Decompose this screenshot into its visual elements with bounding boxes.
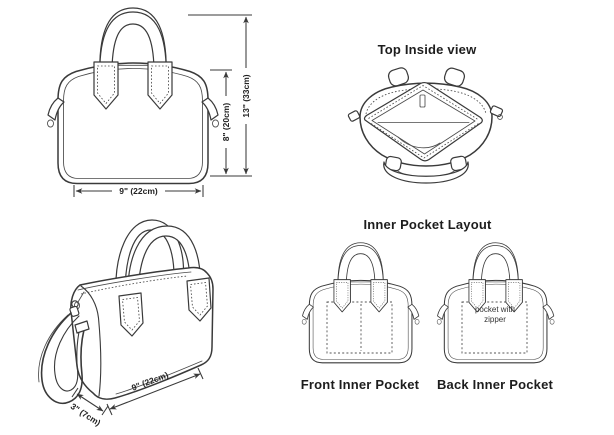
handle-stubs [387, 67, 466, 87]
pocket-with-zipper-note: pocket with zipper [474, 305, 516, 325]
perspective-view-drawing: 3" (7cm) 9" (22cm) [38, 219, 214, 428]
handle-tabs [118, 277, 212, 337]
side-clip-left [347, 110, 361, 122]
front-total-height-label: 13" (33cm) [241, 74, 251, 117]
back-inner-pocket-label: Back Inner Pocket [436, 377, 554, 392]
perspective-depth-label: 3" (7cm) [69, 401, 103, 428]
bag-body [70, 266, 214, 400]
back-pocket-outline [461, 301, 528, 354]
inner-pocket-layout-title: Inner Pocket Layout [363, 217, 492, 232]
front-pocket-outline [326, 301, 393, 354]
top-inside-view-drawing [347, 67, 504, 184]
dimension-extension-lines [73, 14, 252, 197]
side-clip-right [489, 105, 504, 120]
back-inner-pocket-drawing [432, 240, 558, 370]
zipper-opening [363, 81, 483, 162]
width-dimension: 9" (22cm) [75, 185, 202, 197]
total-height-dimension: 13" (33cm) [240, 16, 252, 175]
front-inner-pocket-drawing [297, 240, 423, 370]
front-inner-pocket-label: Front Inner Pocket [300, 377, 420, 392]
top-inside-view-title: Top Inside view [377, 42, 477, 57]
body-height-dimension: 8" (20cm) [220, 71, 232, 175]
folded-handles [383, 155, 469, 184]
front-view-drawing: 9" (22cm) 8" (20cm) 13" (33cm) [40, 4, 252, 197]
front-body-height-label: 8" (20cm) [221, 103, 231, 142]
front-width-label: 9" (22cm) [119, 186, 158, 196]
shoulder-strap [38, 300, 90, 404]
